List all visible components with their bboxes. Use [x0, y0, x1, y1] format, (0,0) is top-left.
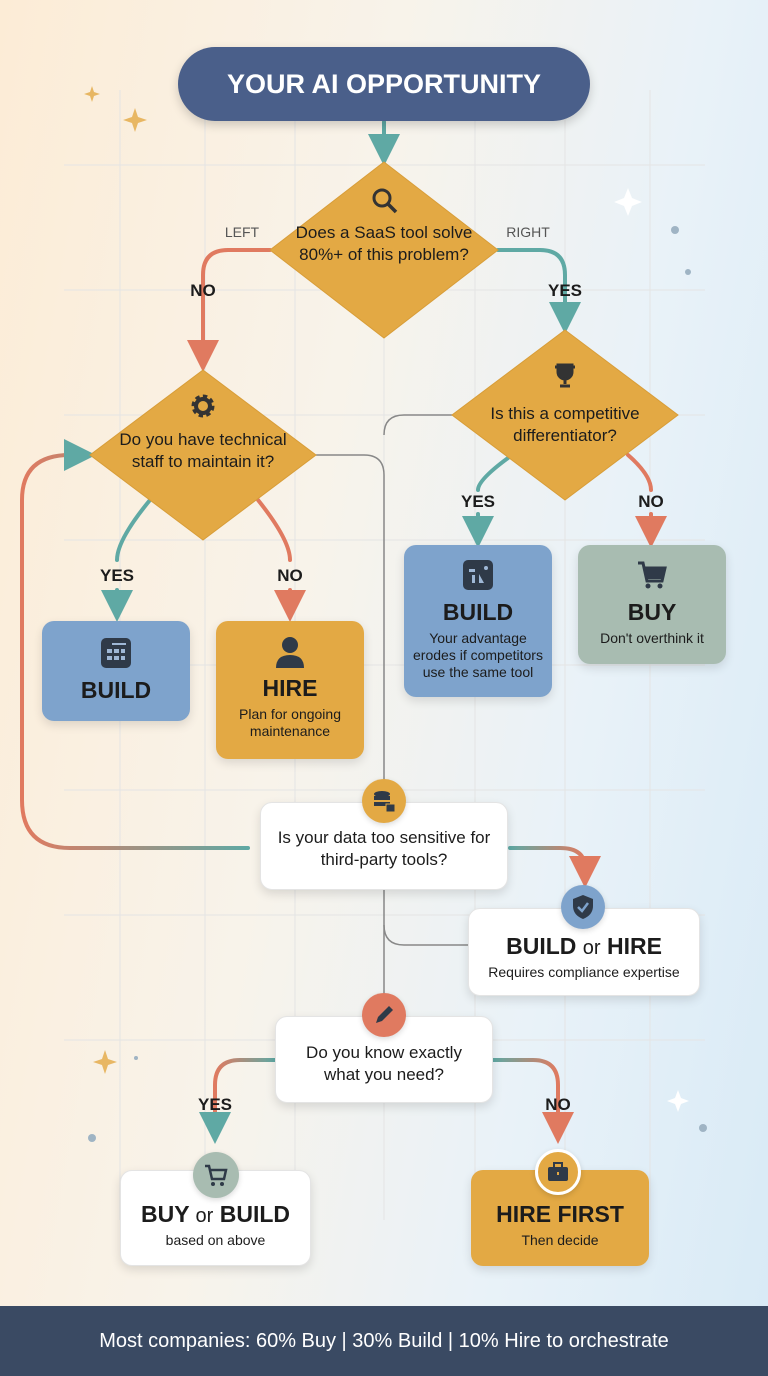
diamond-q3 [451, 329, 679, 501]
diamond-q2 [89, 369, 317, 541]
arrow-q3-no [626, 453, 651, 532]
result-subtitle: Don't overthink it [600, 630, 704, 646]
q1-yes-label: YES [547, 281, 583, 300]
arrow-q1-yes [496, 248, 581, 334]
arrow-loop [20, 439, 250, 850]
q5-no-label: NO [545, 1095, 571, 1114]
question-text: Do you know exactly what you need? [306, 1042, 462, 1084]
diamonds [89, 161, 679, 541]
arrow-q2-no [256, 498, 290, 606]
result-subtitle: Your advantage erodes if competitors use… [413, 630, 543, 680]
trophy-icon [551, 362, 579, 395]
page-title: YOUR AI OPPORTUNITY [178, 47, 590, 121]
gear-icon [189, 392, 217, 425]
search-icon [370, 186, 400, 221]
question-saas: Does a SaaS tool solve 80%+ of this prob… [295, 223, 473, 264]
arrow-q1-no [187, 248, 272, 372]
cart-icon [193, 1152, 239, 1198]
arrow-q4-yes [508, 846, 601, 888]
result-title: BUILD [80, 677, 152, 703]
result-option-a: BUILD [506, 933, 577, 959]
arrow-q5-no [491, 1058, 574, 1144]
result-build-or-hire: BUILD or HIRE Requires compliance expert… [468, 908, 700, 996]
question-text: Is your data too sensitive for third-par… [277, 828, 491, 869]
result-title: BUILD [442, 599, 514, 625]
q3-yes-label: YES [460, 492, 496, 511]
database-lock-icon [362, 779, 406, 823]
result-title: BUY [627, 599, 677, 625]
right-hint: RIGHT [506, 224, 550, 240]
result-subtitle: Then decide [521, 1232, 599, 1248]
result-buy-or-build: BUY or BUILD based on above [120, 1170, 311, 1266]
result-hire-first: HIRE FIRST Then decide [471, 1170, 649, 1266]
q2-no-label: NO [277, 566, 303, 585]
calculator-icon [101, 638, 131, 668]
q1-no-label: NO [190, 281, 216, 300]
result-hire-staff: HIRE Plan for ongoing maintenance [216, 621, 364, 759]
result-build-differentiator: BUILD Your advantage erodes if competito… [404, 545, 552, 697]
person-icon [276, 637, 304, 668]
result-subtitle: Plan for ongoing maintenance [239, 706, 341, 739]
or-text: or [582, 937, 601, 959]
question-staff: Do you have technical staff to maintain … [119, 430, 287, 471]
q2-yes-label: YES [99, 566, 135, 585]
result-subtitle: Requires compliance expertise [488, 964, 680, 980]
footer-summary: Most companies: 60% Buy | 30% Build | 10… [0, 1306, 768, 1376]
result-buy: BUY Don't overthink it [578, 545, 726, 664]
result-option-b: BUILD [219, 1201, 290, 1227]
diamond-q1 [269, 161, 499, 339]
dashboard-icon [463, 560, 493, 590]
result-option-a: BUY [140, 1201, 190, 1227]
left-hint: LEFT [224, 224, 260, 240]
pencil-icon [362, 993, 406, 1037]
shield-check-icon [561, 885, 605, 929]
arrow-q5-yes [199, 1058, 277, 1144]
cart-icon [638, 561, 667, 589]
question-differentiator: Is this a competitive differentiator? [490, 404, 640, 445]
arrow-q2-yes [117, 498, 152, 606]
result-build-staff: BUILD [42, 621, 190, 721]
result-option-b: HIRE [606, 933, 662, 959]
q3-no-label: NO [638, 492, 664, 511]
briefcase-icon [535, 1149, 581, 1195]
arrow-q3-yes [478, 456, 510, 532]
result-title: HIRE [262, 675, 318, 701]
result-subtitle: based on above [165, 1232, 266, 1248]
q5-yes-label: YES [197, 1095, 233, 1114]
or-text: or [195, 1205, 214, 1227]
result-title: HIRE FIRST [496, 1201, 624, 1227]
